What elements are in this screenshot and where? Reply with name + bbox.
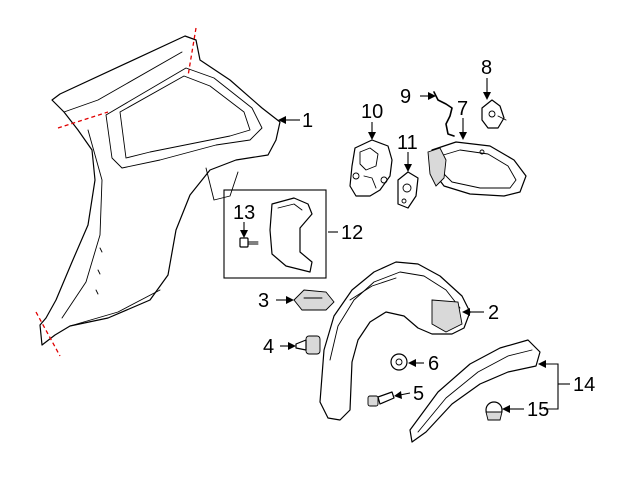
callout-11: 11 (397, 132, 418, 154)
mud-flap-kit-box (223, 189, 327, 279)
callout-9: 9 (400, 86, 411, 108)
fuel-door-actuator (481, 99, 507, 129)
callout-2: 2 (488, 302, 499, 324)
callout-4: 4 (263, 336, 274, 358)
callout-7: 7 (457, 98, 468, 120)
retaining-clip (293, 289, 335, 311)
cut-lines (35, 27, 197, 357)
liner-screw (367, 391, 395, 407)
mud-flap-screw (239, 237, 259, 248)
callout-labels: 1 2 3 4 5 6 7 8 9 10 11 12 13 14 15 (233, 57, 595, 421)
callout-10: 10 (361, 101, 383, 123)
molding-clip (485, 401, 503, 421)
callout-1: 1 (302, 110, 313, 132)
callout-8: 8 (481, 57, 492, 79)
mud-flap (269, 197, 313, 273)
leader-lines (240, 78, 570, 413)
callout-13: 13 (233, 202, 255, 224)
fuel-door (427, 141, 527, 197)
release-cable (433, 91, 455, 137)
latch (397, 171, 419, 209)
callout-5: 5 (413, 383, 424, 405)
callout-15: 15 (527, 399, 549, 421)
quarter-panel (39, 35, 281, 346)
callout-3: 3 (258, 290, 269, 312)
callout-14: 14 (573, 374, 595, 396)
fuel-door-housing-bracket (349, 139, 393, 197)
push-pin-retainer (295, 335, 321, 355)
liner-nut (390, 353, 408, 371)
callout-12: 12 (341, 222, 363, 244)
callout-6: 6 (428, 353, 439, 375)
wheel-opening-molding (409, 339, 541, 443)
wheelhouse-liner (319, 261, 471, 421)
